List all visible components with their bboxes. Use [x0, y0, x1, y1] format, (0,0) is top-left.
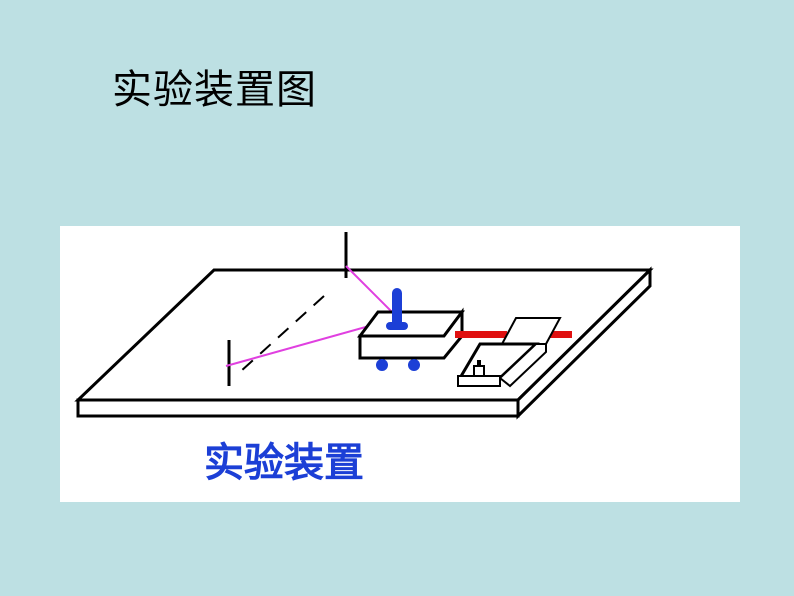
dashed-guide-line	[239, 295, 325, 373]
electrode-bar-icon	[455, 331, 507, 338]
sensor-box-side	[498, 343, 547, 388]
tabletop-front-edge	[76, 398, 520, 418]
rod-base	[386, 322, 408, 330]
apparatus-diagram	[74, 232, 654, 420]
sensor-terminal-pin	[477, 360, 481, 366]
apparatus-figure: 实验装置	[60, 226, 740, 502]
figure-caption: 实验装置	[204, 440, 364, 486]
electrode-bar-right	[544, 331, 572, 338]
slide-title: 实验装置图	[112, 67, 317, 113]
cart-wheel-left	[376, 359, 388, 371]
cart-wheel-right	[408, 359, 420, 371]
vertical-rod-icon	[392, 288, 402, 328]
sensor-terminal	[473, 365, 485, 377]
sensor-base	[457, 375, 501, 387]
tabletop-side-edge	[516, 266, 652, 420]
